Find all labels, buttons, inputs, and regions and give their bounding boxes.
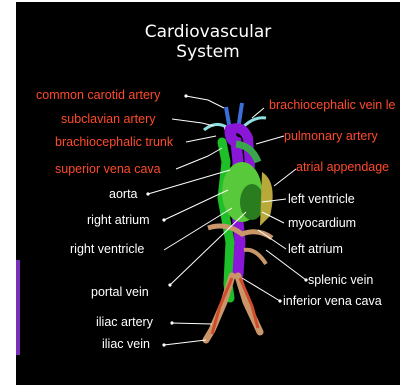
leader-dot	[170, 321, 173, 324]
leader-dot	[162, 343, 165, 346]
leader-dot	[146, 192, 149, 195]
label-right-ventricle: right ventricle	[70, 242, 144, 256]
leader-superior-vena-cava	[176, 148, 222, 169]
label-iliac-vein: iliac vein	[102, 337, 150, 351]
label-inferior-vena-cava: inferior vena cava	[283, 294, 382, 308]
leader-dot	[184, 94, 187, 97]
label-left-ventricle: left ventricle	[288, 192, 355, 206]
leader-right-ventricle	[164, 208, 232, 250]
diagram-canvas: Cardiovascular System	[16, 2, 400, 385]
leader-atrial-appendage	[274, 169, 296, 186]
atrial-appendage-shape	[260, 172, 273, 226]
leader-subclavian	[172, 119, 214, 126]
label-common-carotid-artery: common carotid artery	[36, 88, 160, 102]
leader-dot	[162, 218, 165, 221]
label-atrial-appendage: atrial appendage	[296, 160, 389, 174]
label-aorta: aorta	[109, 187, 138, 201]
label-right-atrium: right atrium	[87, 213, 150, 227]
label-splenic-vein: splenic vein	[308, 273, 373, 287]
partial-model-edge	[16, 260, 20, 355]
leader-common-carotid	[186, 96, 224, 108]
label-portal-vein: portal vein	[91, 285, 149, 299]
label-superior-vena-cava: superior vena cava	[55, 162, 161, 176]
label-brachiocephalic-trunk: brachiocephalic trunk	[55, 135, 173, 149]
splenic-vein-vessel	[244, 250, 266, 264]
label-subclavian-artery: subclavian artery	[61, 112, 156, 126]
leader-iliac-artery	[172, 323, 212, 324]
leader-dot	[168, 283, 171, 286]
label-pulmonary-artery: pulmonary artery	[284, 129, 378, 143]
leader-dot	[278, 299, 281, 302]
leader-iliac-vein	[164, 340, 206, 345]
label-left-atrium: left atrium	[288, 242, 343, 256]
label-iliac-artery: iliac artery	[96, 315, 153, 329]
leader-left-atrium	[258, 230, 286, 249]
label-myocardium: myocardium	[288, 216, 356, 230]
leader-right-atrium	[164, 190, 228, 220]
leader-brachiocephalic-trunk	[186, 136, 216, 142]
leader-pulmonary-artery	[256, 136, 284, 144]
label-brachiocephalic-vein: brachiocephalic vein le	[269, 98, 395, 112]
